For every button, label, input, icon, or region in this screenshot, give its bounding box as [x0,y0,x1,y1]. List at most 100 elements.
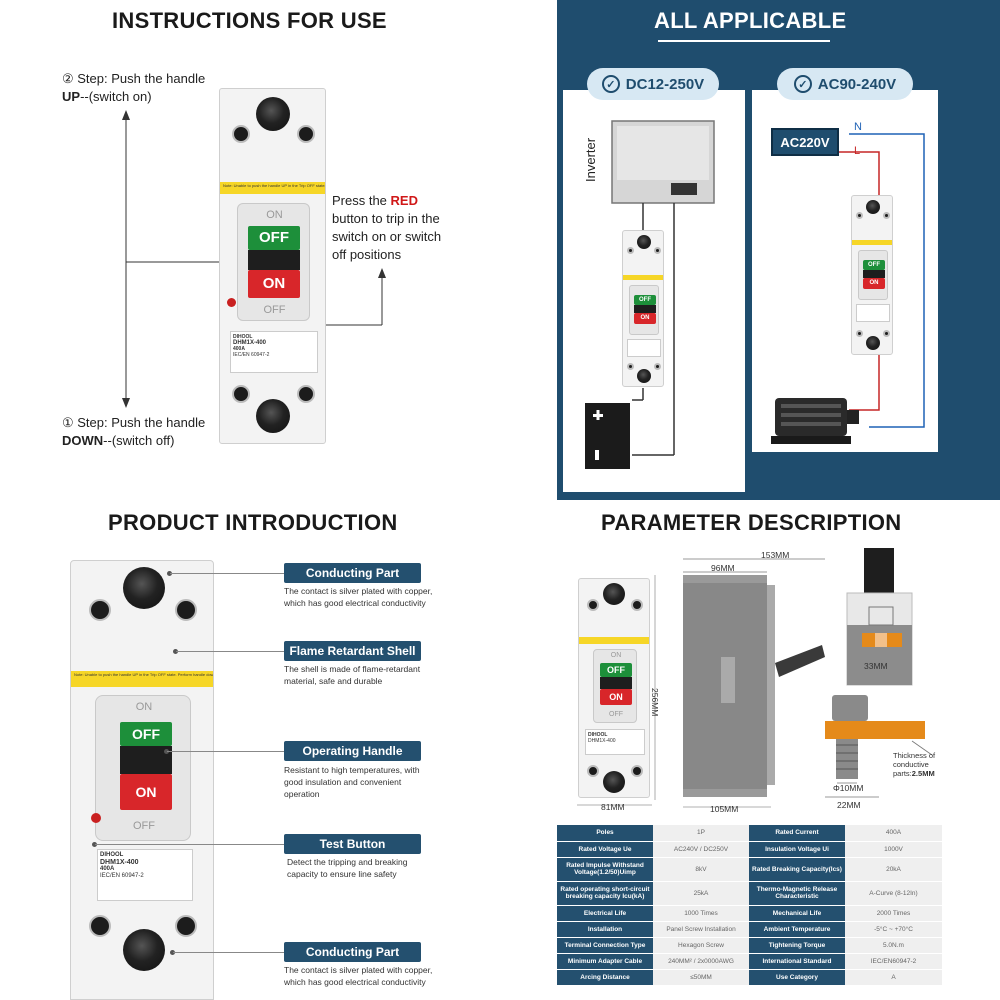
step2-line: ② Step: Push the handle [62,71,206,86]
desc-line: Resistant to high temperatures, with [284,765,420,775]
on-button[interactable]: ON [863,278,885,289]
off-button[interactable]: OFF [248,226,300,250]
note-bar [623,275,663,280]
terminal [603,771,625,793]
feature-conducting-part-top: Conducting Part [284,563,421,583]
top-right-hole [175,599,197,621]
leader-dot [173,649,178,654]
wiring-diagrams [585,120,925,469]
dc-label: DC12-250V [625,75,705,93]
bottom-left-hole [89,915,111,937]
dc-pill: ✓ DC12-250V [587,68,719,100]
hole [627,247,634,254]
model: DHM1X-400 [588,738,616,744]
param-value: 20kA [845,857,942,882]
off-label: OFF [133,820,155,832]
ac-pill: ✓ AC90-240V [777,68,913,100]
step2-up-line: UP--(switch on) [62,88,205,106]
handle-bar[interactable] [248,250,300,270]
red-test-button[interactable] [91,813,101,823]
thick-line1: Thickness of [893,751,936,760]
leader-line [170,573,284,574]
dimension-drawings [577,548,933,808]
press-pre: Press the [332,193,391,208]
off-button[interactable]: OFF [863,260,885,270]
inverter-label: Inverter [583,137,598,182]
red-test-button[interactable] [227,298,236,307]
handle-bar[interactable] [634,305,656,313]
on-label: ON [266,209,283,221]
handle-bar[interactable] [120,746,172,774]
dim-33: 33MM [864,661,888,671]
note-bar: Note: Unable to push the handle UP in th… [220,182,325,194]
on-button[interactable]: ON [634,313,656,324]
parameter-title: PARAMETER DESCRIPTION [601,510,902,535]
off-button[interactable]: OFF [634,295,656,305]
param-key: Rated operating short-circuit breaking c… [557,881,653,906]
bottom-terminal [256,399,290,433]
param-key: International Standard [749,953,845,970]
thick-prefix: parts: [893,769,912,778]
desc-line: Detect the tripping and breaking [287,857,408,867]
hole [587,765,599,777]
bottom-terminal [123,929,165,971]
hole [627,363,634,370]
on-button[interactable]: ON [600,689,632,705]
hole [883,330,890,337]
product-title: PRODUCT INTRODUCTION [108,510,398,535]
table-row: Rated operating short-circuit breaking c… [557,881,942,906]
feature-desc-2: The shell is made of flame-retardant mat… [284,663,444,687]
param-value: A-Curve (8-12In) [845,881,942,906]
param-value: A [845,969,942,986]
n-label: N [854,121,862,133]
dim-81: 81MM [601,802,625,812]
desc-line: capacity to ensure line safety [287,869,397,879]
press-line2: button to trip in the [332,211,440,226]
param-value: -5°C ~ +70°C [845,921,942,938]
param-key: Arcing Distance [557,969,653,986]
down-word: DOWN [62,433,104,448]
handle-bar[interactable] [600,677,632,689]
feature-desc-5: The contact is silver plated with copper… [284,964,444,988]
standard: IEC/EN 60947-2 [233,352,270,358]
handle-window: ON OFF ON OFF [95,695,191,841]
hole [631,599,643,611]
leader-dot [167,571,172,576]
off-label: OFF [609,711,623,718]
terminal [637,369,651,383]
breaker-product: Note: Unable to push the handle UP in th… [70,560,214,1000]
param-value: 1000 Times [653,905,749,922]
on-button[interactable]: ON [248,270,300,298]
on-button[interactable]: ON [120,774,172,810]
title-underline [658,40,830,42]
instructions-title: INSTRUCTIONS FOR USE [112,8,387,33]
model: DHM1X-400 [100,859,139,866]
dim-256: 256MM [650,688,660,717]
off-button[interactable]: OFF [120,722,172,746]
table-row: Rated Impulse Withstand Voltage(1.2/50)U… [557,857,942,882]
rating: 400A [233,346,245,352]
table-row: Terminal Connection Type Hexagon Screw T… [557,937,942,954]
param-value: IEC/EN60947-2 [845,953,942,970]
handle-window: OFF ON [858,250,888,300]
table-row: Minimum Adapter Cable 240MM² / 2x0000AWG… [557,953,942,970]
off-button[interactable]: OFF [600,663,632,677]
param-value: AC240V / DC250V [653,841,749,858]
handle-bar[interactable] [863,270,885,278]
hole [587,599,599,611]
leader-dot [164,749,169,754]
desc-line: which has good electrical conductivity [284,977,426,987]
ac220-box: AC220V [771,128,839,156]
step2-rest: --(switch on) [80,89,152,104]
feature-test-button: Test Button [284,834,421,854]
param-key: Mechanical Life [749,905,845,922]
handle-window: ON OFF ON OFF [593,649,637,723]
param-value: 2000 Times [845,905,942,922]
param-value: Hexagon Screw [653,937,749,954]
param-value: 25kA [653,881,749,906]
param-key: Rated Breaking Capacity(Ics) [749,857,845,882]
param-key: Rated Impulse Withstand Voltage(1.2/50)U… [557,857,653,882]
thick-line3: parts:2.5MM [893,769,963,778]
standard: IEC/EN 60947-2 [100,873,144,879]
leader-line [95,844,284,845]
